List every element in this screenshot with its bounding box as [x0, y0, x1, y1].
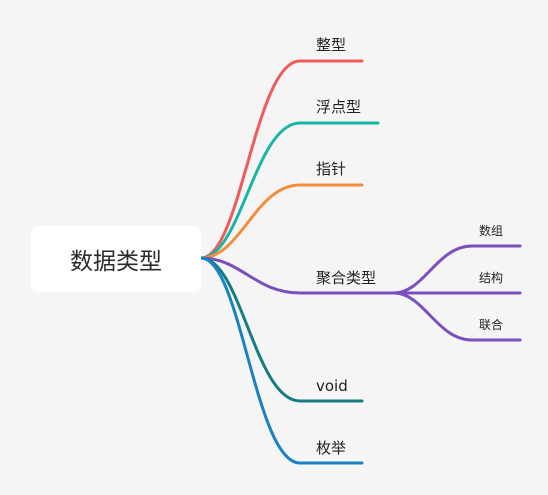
branch-label-aggregate[interactable]: 聚合类型 — [316, 269, 377, 287]
edge-enum — [199, 256, 364, 465]
leaf-label-array[interactable]: 数组 — [479, 224, 504, 238]
branch-label-enum[interactable]: 枚举 — [316, 439, 347, 457]
edge-union — [392, 291, 522, 342]
edge-array — [392, 244, 522, 295]
branch-label-int[interactable]: 整型 — [316, 36, 347, 54]
branch-label-pointer[interactable]: 指针 — [316, 160, 347, 178]
leaf-label-struct[interactable]: 结构 — [479, 271, 504, 285]
edge-float — [199, 121, 380, 260]
edge-void — [199, 256, 364, 403]
edge-aggregate — [199, 256, 396, 295]
leaf-label-union[interactable]: 联合 — [479, 318, 504, 332]
root-node[interactable]: 数据类型 — [31, 226, 201, 292]
branch-label-void[interactable]: void — [316, 377, 348, 395]
edge-int — [199, 59, 364, 260]
edge-pointer — [199, 183, 364, 260]
branch-label-float[interactable]: 浮点型 — [316, 98, 362, 116]
root-node-label: 数据类型 — [70, 249, 162, 275]
